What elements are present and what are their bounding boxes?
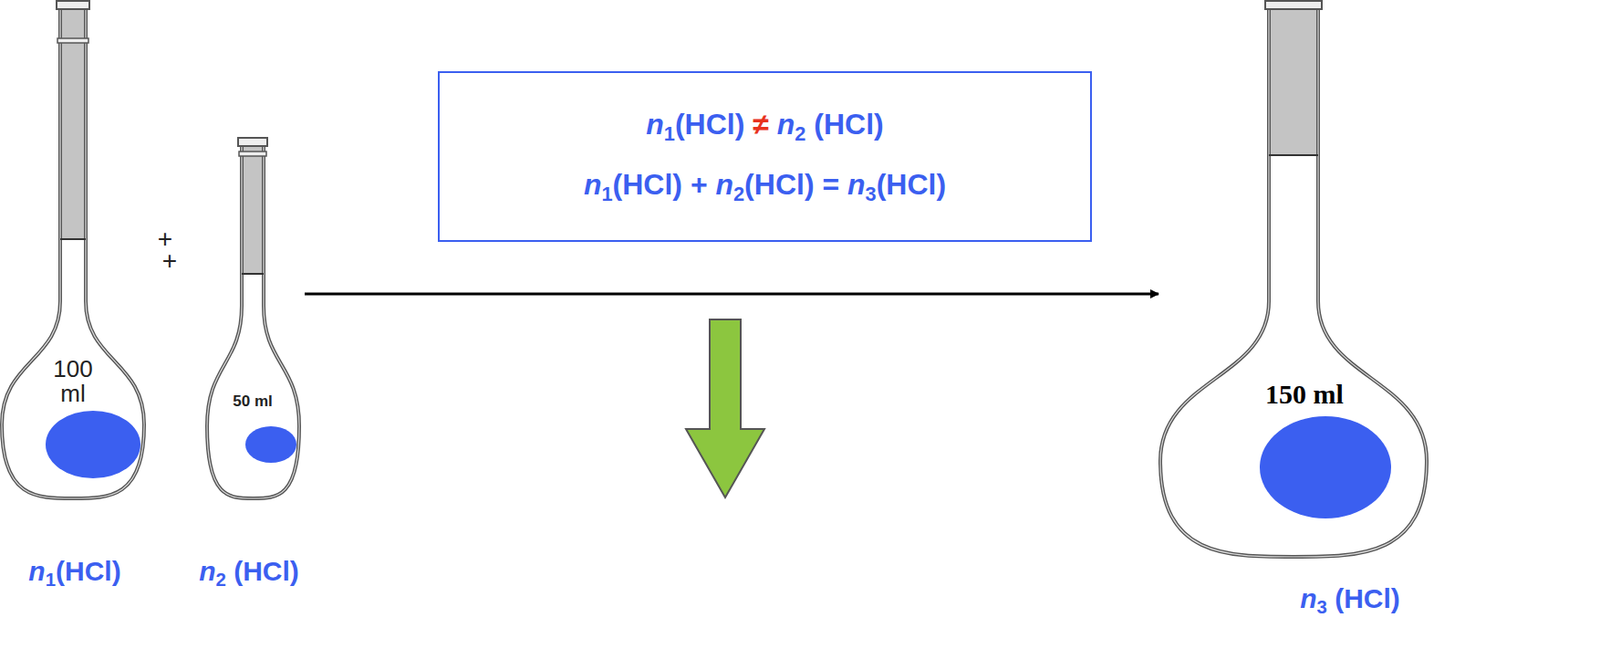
volume-label: 50 ml: [232, 392, 272, 411]
flask-outline: [205, 136, 302, 500]
reaction-arrow: [304, 292, 1159, 296]
volumetric-flask: 50 mln2 (HCl): [205, 136, 302, 500]
volumetric-flask: 100 mln1(HCl): [0, 0, 146, 500]
down-arrow: [685, 319, 765, 498]
flask-outline: [1158, 0, 1429, 559]
amount-label: n3 (HCl): [1299, 582, 1401, 618]
amount-label: n2 (HCl): [198, 555, 300, 591]
amount-label: n1(HCl): [28, 555, 121, 591]
volume-label: 100 ml: [52, 356, 93, 407]
equation: n1(HCl) + n2(HCl) = n3(HCl): [583, 156, 946, 218]
flask-outline: [0, 0, 146, 500]
volume-label: 150 ml: [1265, 378, 1344, 410]
plus-sign: +: [162, 246, 177, 276]
equation-box: n1(HCl) ≠ n2 (HCl)n1(HCl) + n2(HCl) = n3…: [437, 71, 1092, 242]
equation: n1(HCl) ≠ n2 (HCl): [645, 96, 884, 157]
volumetric-flask: 150 mln3 (HCl): [1158, 0, 1429, 559]
